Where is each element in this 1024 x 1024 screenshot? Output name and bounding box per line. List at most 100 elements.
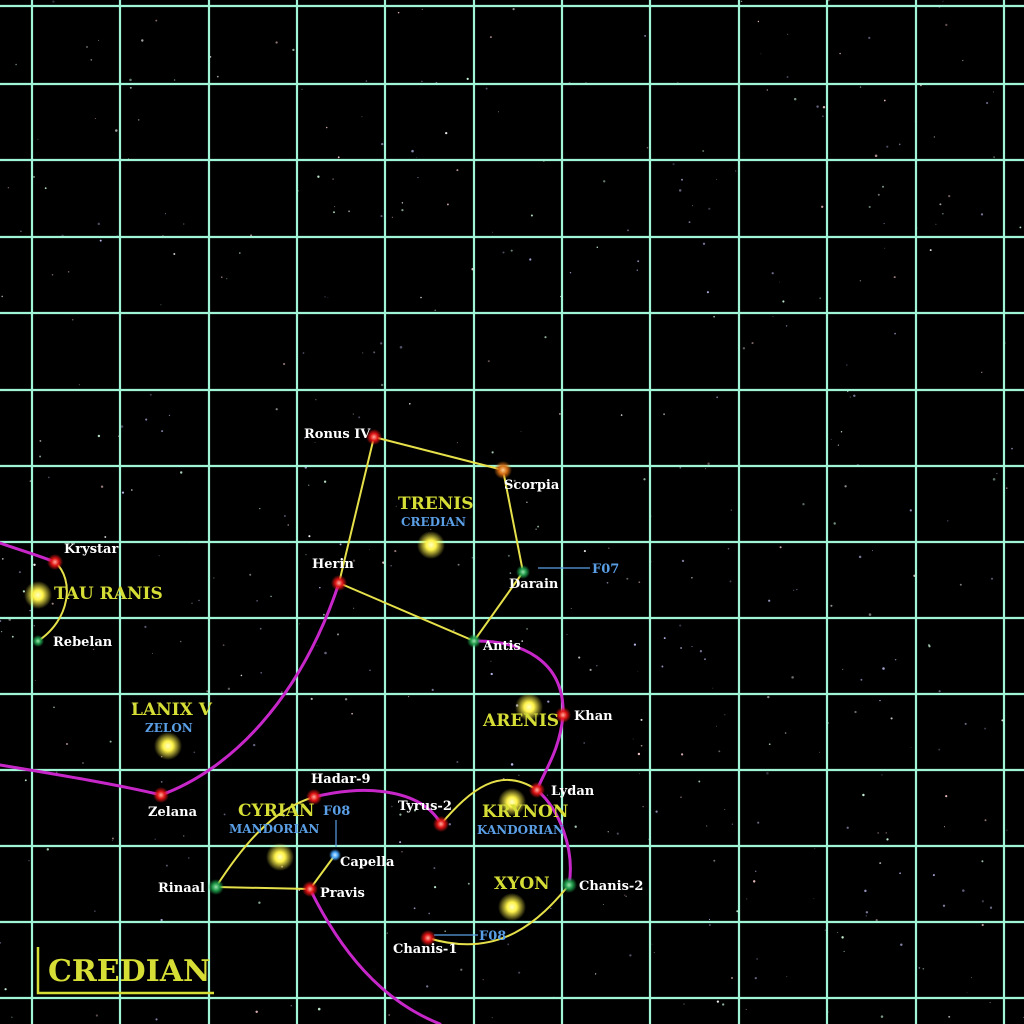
- node-lydan[interactable]: [529, 782, 545, 798]
- background-star: [727, 547, 730, 550]
- background-star: [183, 223, 185, 225]
- background-star: [1, 295, 3, 298]
- background-star: [716, 1000, 720, 1003]
- background-star: [401, 202, 404, 204]
- route-herin-ronus: [338, 436, 375, 584]
- background-star: [596, 665, 598, 667]
- node-tyrus-2[interactable]: [433, 816, 449, 832]
- background-star: [322, 613, 325, 616]
- star-krynon[interactable]: [498, 788, 526, 816]
- background-star: [683, 1003, 685, 1005]
- purple-route-hadar-tyrus: [312, 789, 443, 826]
- star-cyrian[interactable]: [266, 843, 294, 871]
- background-star: [661, 665, 664, 668]
- background-star: [910, 747, 912, 748]
- background-star: [155, 19, 158, 22]
- node-chanis-2[interactable]: [561, 877, 577, 893]
- background-star: [537, 525, 540, 528]
- label-hadar-9: Hadar-9: [311, 772, 371, 787]
- background-star: [948, 1015, 951, 1018]
- node-capella[interactable]: [329, 849, 341, 861]
- star-trenis[interactable]: [417, 531, 445, 559]
- star-arenis[interactable]: [515, 693, 543, 721]
- background-star: [32, 175, 36, 178]
- node-khan[interactable]: [555, 707, 571, 723]
- background-star: [409, 403, 411, 405]
- node-rinaal[interactable]: [208, 879, 224, 895]
- node-rebelan[interactable]: [32, 635, 44, 647]
- background-star: [128, 158, 130, 159]
- node-darain[interactable]: [516, 565, 530, 579]
- background-star: [680, 753, 684, 756]
- star-xyon[interactable]: [498, 893, 526, 921]
- background-star: [766, 89, 768, 91]
- route-rinaal-pravis: [215, 886, 311, 890]
- node-krystar[interactable]: [47, 554, 63, 570]
- background-star: [698, 780, 701, 783]
- route-krystar-rebelan: [37, 561, 68, 642]
- node-chanis-1[interactable]: [420, 930, 436, 946]
- background-star: [702, 242, 706, 245]
- label-rebelan: Rebelan: [53, 635, 113, 650]
- background-star: [985, 101, 989, 105]
- node-scorpia[interactable]: [494, 461, 512, 479]
- background-star: [893, 276, 896, 279]
- node-zelana[interactable]: [153, 787, 169, 803]
- background-star: [742, 347, 746, 350]
- background-star: [706, 291, 709, 294]
- background-star: [317, 1007, 321, 1011]
- background-star: [526, 627, 529, 630]
- background-star: [886, 145, 889, 148]
- background-star: [935, 223, 937, 225]
- purple-route-krystar-west: [0, 541, 57, 564]
- background-star: [258, 901, 261, 904]
- background-star: [275, 41, 278, 44]
- background-star: [426, 985, 429, 988]
- background-star: [399, 841, 402, 844]
- background-star: [787, 33, 789, 35]
- background-star: [130, 489, 133, 491]
- node-antis[interactable]: [467, 634, 481, 648]
- background-star: [518, 774, 520, 777]
- background-star: [482, 978, 484, 981]
- node-pravis[interactable]: [302, 881, 318, 897]
- background-star: [556, 791, 558, 793]
- system-name-arenis: ARENIS: [482, 711, 559, 731]
- node-ronus-iv[interactable]: [366, 429, 382, 445]
- background-star: [993, 156, 995, 158]
- background-star: [460, 968, 463, 971]
- background-star: [706, 825, 708, 827]
- background-star: [182, 835, 185, 837]
- star-lanix-v[interactable]: [154, 732, 182, 760]
- background-star: [414, 809, 416, 812]
- background-star: [699, 650, 703, 653]
- background-star: [846, 364, 848, 366]
- background-star: [118, 435, 119, 437]
- background-star: [71, 319, 74, 321]
- background-star: [981, 860, 984, 863]
- background-star: [44, 187, 47, 190]
- route-tyrus-lydan: [440, 778, 538, 825]
- background-star: [530, 214, 533, 217]
- background-star: [173, 253, 176, 255]
- background-star: [287, 524, 289, 526]
- background-star: [793, 97, 797, 101]
- background-star: [144, 625, 147, 629]
- node-hadar-9[interactable]: [306, 789, 322, 805]
- background-star: [778, 281, 780, 283]
- background-star: [751, 342, 754, 345]
- background-star: [428, 912, 431, 915]
- node-herin[interactable]: [331, 575, 347, 591]
- background-star: [92, 648, 95, 651]
- background-star: [708, 918, 711, 920]
- background-star: [48, 476, 50, 479]
- background-star: [394, 550, 397, 553]
- background-star: [864, 889, 867, 893]
- background-star: [643, 478, 646, 481]
- background-star: [11, 1016, 13, 1018]
- star-tau-ranis[interactable]: [24, 581, 52, 609]
- background-star: [115, 129, 118, 132]
- background-star: [512, 8, 515, 11]
- background-star: [399, 346, 403, 349]
- background-star: [767, 695, 770, 699]
